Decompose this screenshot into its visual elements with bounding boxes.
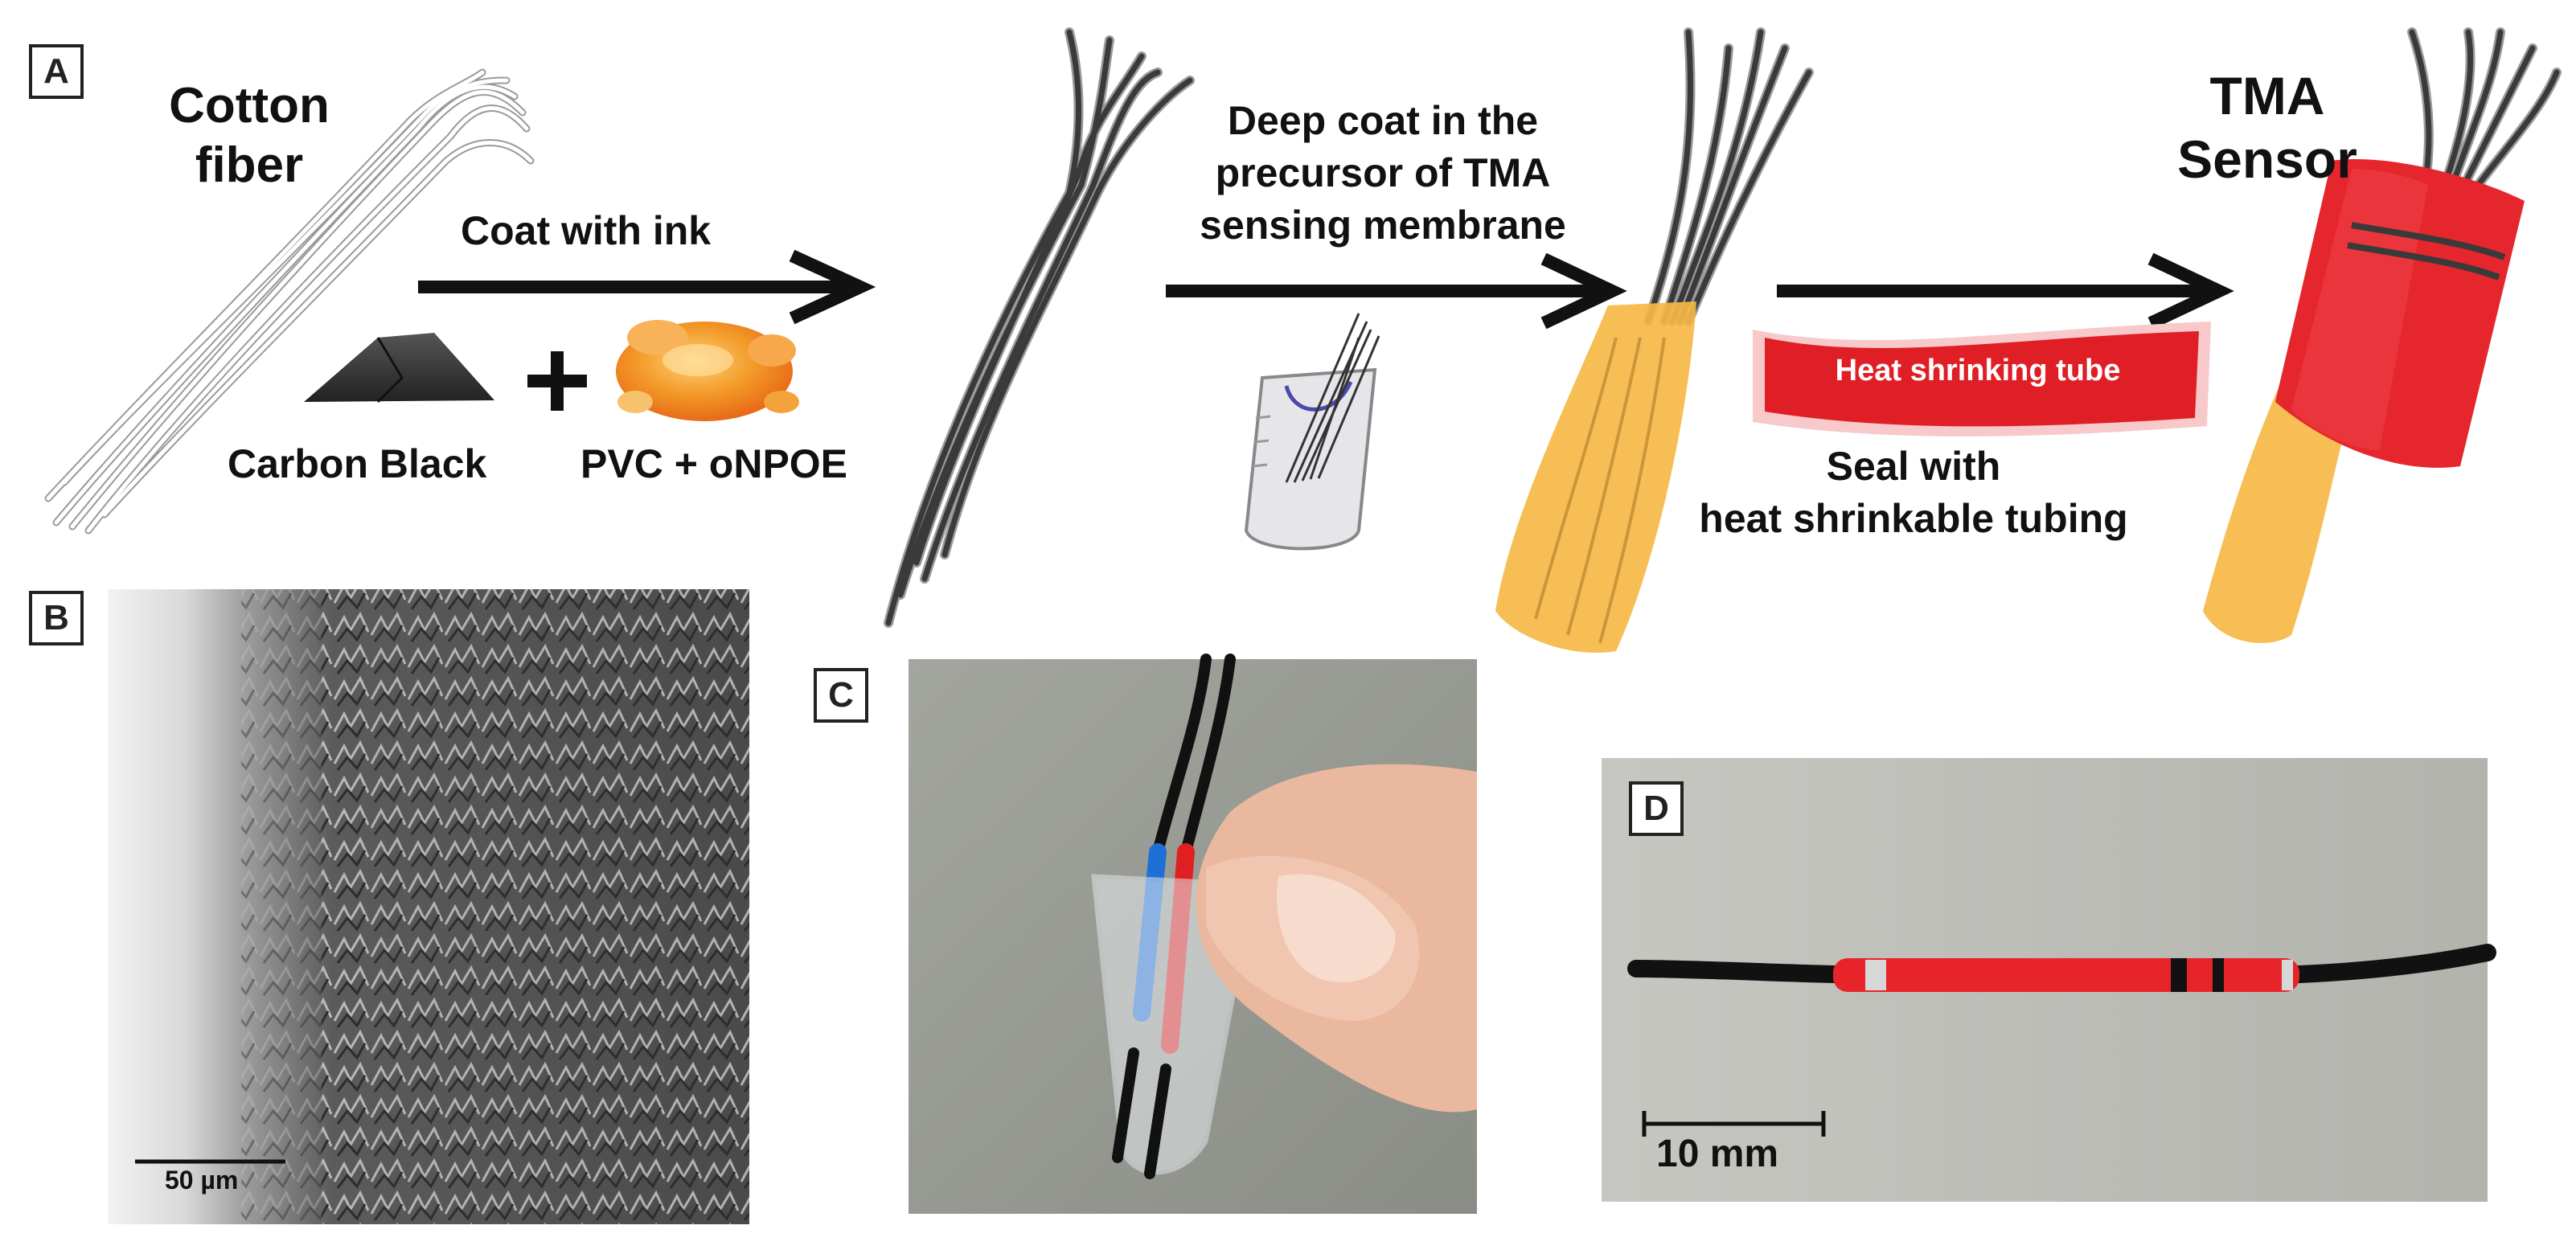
sem-image (108, 589, 749, 1224)
panel-label-d: D (1629, 781, 1684, 836)
panel-label-c: C (814, 668, 868, 723)
plus-sign (527, 351, 587, 411)
photo-scale-bar-label: 10 mm (1656, 1133, 1779, 1175)
tma-sensor-illustration (2203, 27, 2562, 643)
heat-shrinking-tube-label: Heat shrinking tube (1835, 354, 2121, 387)
cotton-fiber-bundle (44, 68, 535, 535)
tma-sensor-label: TMA Sensor (2177, 66, 2357, 190)
carbon-black-label: Carbon Black (228, 441, 487, 486)
panel-label-b: B (29, 591, 84, 645)
coat-with-ink-label: Coat with ink (461, 208, 712, 253)
pvc-onpoe-blob (616, 320, 799, 421)
heat-shrinking-tube-ribbon (1753, 322, 2211, 436)
panel-label-a: A (29, 44, 84, 99)
cotton-fiber-label: Cotton fiber (169, 78, 330, 194)
arrow-seal (1777, 252, 2234, 330)
deep-coat-label: Deep coat in the precursor of TMA sensin… (1200, 98, 1566, 248)
seal-label: Seal with heat shrinkable tubing (1699, 444, 2128, 541)
arrow-coat-with-ink (418, 249, 876, 325)
pvc-onpoe-label: PVC + oNPOE (580, 441, 848, 486)
sem-scale-bar-label: 50 µm (165, 1166, 239, 1195)
photo-sensor-ruler (1602, 758, 2496, 1202)
arrow-deep-coat (1166, 252, 1627, 330)
photo-hand-vial (909, 654, 1477, 1214)
membrane-coated-bundle (1495, 27, 1814, 653)
coating-vial-icon (1244, 313, 1380, 551)
carbon-black-pile (304, 333, 494, 402)
coated-fiber-bundle (884, 27, 1195, 628)
